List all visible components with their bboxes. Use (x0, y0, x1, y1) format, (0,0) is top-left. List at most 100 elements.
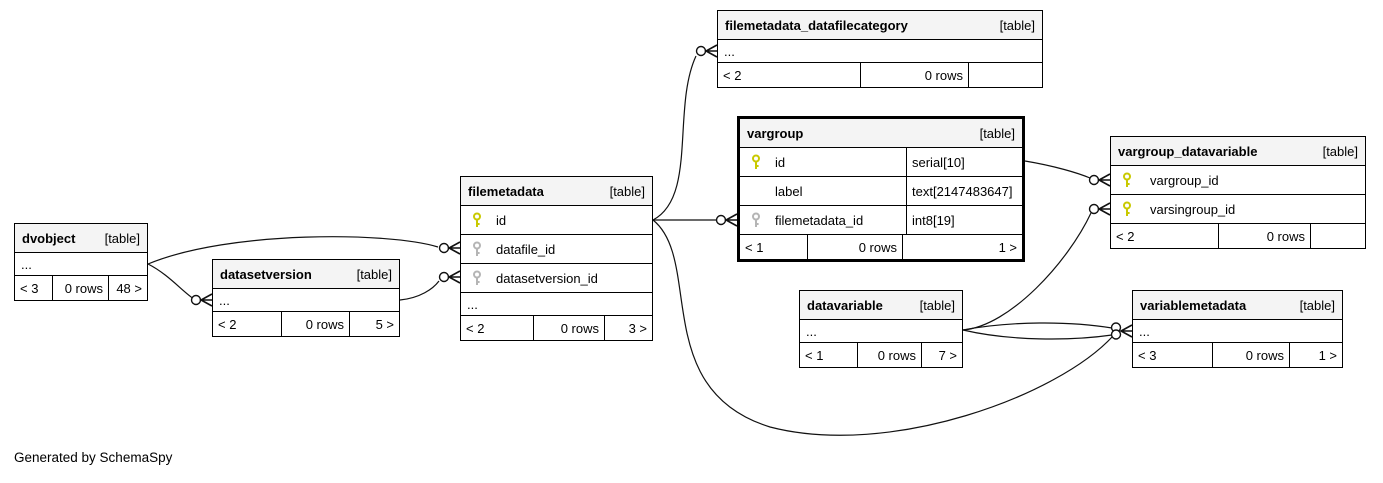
footer-children: 48 > (116, 280, 142, 296)
table-footer: < 2 0 rows 3 > (461, 316, 652, 340)
ellipsis-row: ... (718, 40, 1042, 63)
connector-circle (1088, 174, 1100, 186)
footer-rows: 0 rows (534, 316, 605, 340)
column-type: serial[10] (912, 154, 965, 170)
edge-dvobject-datasetversion (147, 263, 195, 300)
connector-circle (715, 214, 727, 226)
footer-children (1311, 224, 1365, 248)
footer-indexes: < 2 (1111, 224, 1219, 248)
table-header: vargroup_datavariable [table] (1111, 137, 1365, 166)
table-datasetversion[interactable]: datasetversion [table] ... < 2 0 rows 5 … (212, 259, 400, 337)
table-vargroup-datavariable[interactable]: vargroup_datavariable [table] vargroup_i… (1110, 136, 1366, 249)
connector-circle (438, 242, 450, 254)
table-datavariable[interactable]: datavariable [table] ... < 1 0 rows 7 > (799, 290, 963, 368)
footer-children: 3 > (628, 320, 647, 336)
crow-foot-icon (1097, 202, 1111, 216)
connector-circle (1110, 329, 1122, 340)
table-tag: [table] (356, 266, 392, 282)
footer-children: 1 > (998, 239, 1017, 255)
table-header: datavariable [table] (800, 291, 962, 320)
edge-vargroup-vargroupdatavariable (1024, 160, 1091, 179)
table-title: datasetversion (220, 266, 312, 282)
table-title: vargroup (747, 125, 804, 141)
table-header: dvobject [table] (15, 224, 147, 253)
table-footer: < 2 0 rows (1111, 224, 1365, 248)
table-tag: [table] (1322, 143, 1358, 159)
connector-circle (190, 294, 202, 306)
column-name: vargroup_id (1150, 172, 1219, 188)
column-row: datasetversion_id (461, 264, 652, 293)
table-title: vargroup_datavariable (1118, 143, 1258, 159)
footer-indexes: < 2 (461, 316, 534, 340)
table-tag: [table] (979, 125, 1015, 141)
footer-indexes: < 3 (15, 276, 53, 300)
generated-by-note: Generated by SchemaSpy (14, 450, 173, 465)
table-header: datasetversion [table] (213, 260, 399, 289)
crow-foot-icon (704, 44, 718, 58)
table-footer: < 2 0 rows (718, 63, 1042, 87)
footer-indexes: < 3 (1133, 343, 1213, 367)
table-tag: [table] (104, 230, 140, 246)
column-row: vargroup_id (1111, 166, 1365, 195)
footer-rows: 0 rows (858, 343, 922, 367)
edge-datavariable-variablemetadata-1 (962, 322, 1113, 331)
table-header: filemetadata_datafilecategory [table] (718, 11, 1042, 40)
column-name: label (775, 183, 803, 199)
table-header: filemetadata [table] (461, 177, 652, 206)
crow-foot-icon (1097, 173, 1111, 187)
connector-circle (1088, 203, 1100, 215)
edge-datasetversion-filemetadata (399, 280, 440, 301)
footer-indexes: < 1 (800, 343, 858, 367)
footer-rows: 0 rows (808, 235, 903, 259)
column-row: label text[2147483647] (740, 177, 1022, 206)
ellipsis-row: ... (1133, 320, 1342, 343)
table-tag: [table] (919, 297, 955, 313)
ellipsis-row: ... (461, 293, 652, 316)
footer-rows: 0 rows (861, 63, 969, 87)
column-row: datafile_id (461, 235, 652, 264)
edge-filemetadata-variablemetadata (652, 219, 1114, 436)
footer-children: 7 > (938, 347, 957, 363)
column-row: varsingroup_id (1111, 195, 1365, 224)
table-title: dvobject (22, 230, 76, 246)
footer-children: 5 > (375, 316, 394, 332)
crow-foot-icon (199, 293, 213, 307)
table-dvobject[interactable]: dvobject [table] ... < 3 0 rows 48 > (14, 223, 148, 301)
table-header: vargroup [table] (740, 119, 1022, 148)
table-vargroup[interactable]: vargroup [table] id serial[10] label tex… (737, 116, 1025, 262)
column-type: int8[19] (912, 212, 955, 228)
table-filemetadata[interactable]: filemetadata [table] id datafile_id data… (460, 176, 653, 341)
footer-children: 1 > (1318, 347, 1337, 363)
table-title: variablemetadata (1140, 297, 1247, 313)
table-footer: < 1 0 rows 7 > (800, 343, 962, 367)
table-footer: < 2 0 rows 5 > (213, 312, 399, 336)
column-row: id (461, 206, 652, 235)
edge-datavariable-variablemetadata-2 (962, 329, 1113, 340)
foreign-key-icon (749, 212, 763, 229)
foreign-key-icon (470, 241, 484, 258)
table-tag: [table] (609, 183, 645, 199)
connector-circle (695, 45, 707, 57)
primary-key-icon (749, 154, 763, 171)
column-name: filemetadata_id (775, 212, 864, 228)
ellipsis-row: ... (213, 289, 399, 312)
footer-indexes: < 1 (740, 235, 808, 259)
column-row: id serial[10] (740, 148, 1022, 177)
footer-indexes: < 2 (718, 63, 861, 87)
footer-rows: 0 rows (1219, 224, 1311, 248)
ellipsis-row: ... (15, 253, 147, 276)
column-name: varsingroup_id (1150, 201, 1236, 217)
table-filemetadata-datafilecategory[interactable]: filemetadata_datafilecategory [table] ..… (717, 10, 1043, 88)
table-variablemetadata[interactable]: variablemetadata [table] ... < 3 0 rows … (1132, 290, 1343, 368)
table-title: filemetadata (468, 183, 544, 199)
column-name: datafile_id (496, 241, 556, 257)
column-row: filemetadata_id int8[19] (740, 206, 1022, 235)
footer-indexes: < 2 (213, 312, 282, 336)
connector-circle (438, 271, 450, 283)
table-footer: < 3 0 rows 1 > (1133, 343, 1342, 367)
primary-key-icon (1120, 201, 1134, 218)
column-name: id (496, 212, 507, 228)
table-header: variablemetadata [table] (1133, 291, 1342, 320)
